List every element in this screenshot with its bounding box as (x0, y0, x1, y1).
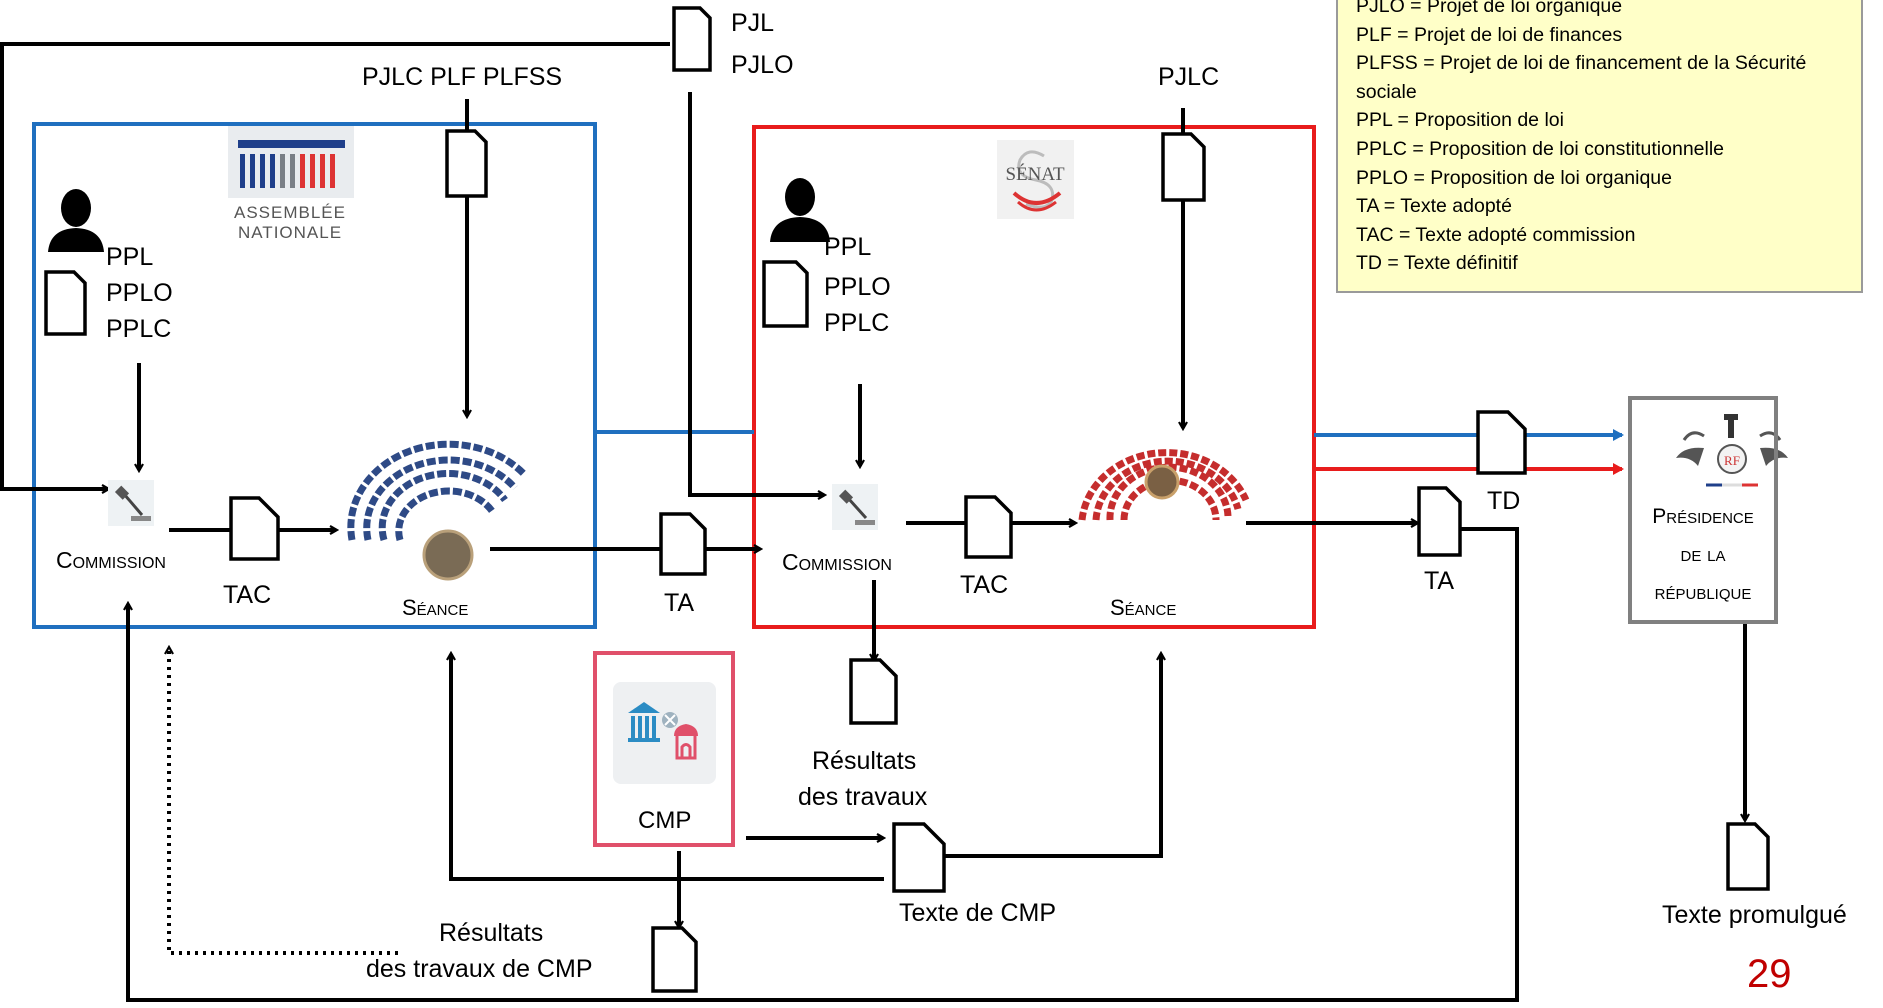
ta-between-label: TA (664, 589, 695, 617)
senat-seance-label: Séance (1110, 595, 1177, 620)
svg-text:RF: RF (1724, 453, 1740, 468)
resultats-cmp-line2: des travaux de CMP (366, 955, 593, 983)
an-ppl-document-icon (44, 270, 87, 336)
pjl-to-an-commission-arrow (0, 42, 670, 489)
texte-promulgue-label: Texte promulgué (1662, 901, 1847, 929)
resultats-travaux-document-icon (849, 658, 898, 725)
pjlc-senat-document-icon (1161, 132, 1206, 202)
an-tac-label: TAC (223, 581, 272, 609)
senat-pplc-label: PPLC (824, 309, 890, 337)
resultats-travaux-line1: Résultats (812, 747, 917, 775)
cmp-label: CMP (638, 807, 692, 834)
an-commission-microphone-icon (108, 480, 154, 526)
an-pplc-label: PPLC (106, 315, 172, 343)
presidence-label: Présidence de la république (1628, 498, 1778, 612)
assemblee-logo-line2: NATIONALE (238, 223, 342, 242)
pjl-document-icon (672, 6, 712, 72)
an-ppl-label: PPL (106, 243, 154, 271)
resultats-cmp-document-icon (651, 926, 698, 993)
legend-item: PPLO = Proposition de loi organique (1356, 166, 1672, 189)
an-seance-label: Séance (402, 595, 469, 620)
legend-item: PLFSS = Projet de loi de financement de … (1356, 52, 1807, 103)
presidence-line2: de la (1680, 543, 1726, 566)
legend-item: PJLO = Projet de loi organique (1356, 0, 1623, 17)
legend-item: PPL = Proposition de loi (1356, 109, 1564, 132)
ta-document-icon (659, 512, 707, 576)
td-label: TD (1487, 487, 1521, 515)
senat-ppl-document-icon (762, 260, 809, 328)
abbreviations-legend: PJLO = Projet de loi organique PLF = Pro… (1336, 0, 1863, 293)
ta-return-loop-arrow (128, 527, 1519, 1002)
senat-ta-document-icon (1417, 486, 1462, 557)
texte-cmp-to-an-seance-arrow (451, 654, 884, 881)
td-document-icon (1476, 410, 1527, 475)
assemblee-logo-line1: ASSEMBLÉE (234, 203, 346, 222)
pjlc-plf-plfss-label: PJLC PLF PLFSS (362, 63, 563, 91)
pjl-label: PJL (731, 9, 775, 37)
presidence-line1: Présidence (1652, 505, 1754, 528)
senat-logo (997, 140, 1074, 219)
legend-item: TD = Texte définitif (1356, 252, 1518, 275)
senat-person-icon (770, 178, 830, 242)
legend-item: PLF = Projet de loi de finances (1356, 23, 1623, 46)
senat-commission-microphone-icon (832, 484, 878, 530)
texte-promulgue-document-icon (1726, 822, 1770, 891)
pjl-to-senat-commission-arrow (688, 92, 824, 495)
cmp-icon (613, 682, 716, 784)
texte-cmp-label: Texte de CMP (899, 899, 1057, 927)
senat-ta-label: TA (1424, 567, 1455, 595)
pjlo-label: PJLO (731, 51, 794, 79)
an-commission-label: Commission (56, 547, 166, 573)
legend-item: PPLC = Proposition de loi constitutionne… (1356, 137, 1725, 160)
pjlc-plf-document-icon (445, 129, 488, 198)
resultats-travaux-line2: des travaux (798, 783, 928, 811)
senat-tac-document-icon (964, 495, 1013, 559)
senat-tac-label: TAC (960, 571, 1009, 599)
texte-cmp-to-senat-seance-arrow (945, 654, 1161, 858)
assemblee-nationale-logo (228, 126, 354, 198)
senat-hemicycle-icon (1078, 449, 1250, 521)
senat-pjlc-label: PJLC (1158, 63, 1220, 91)
presidence-emblem-icon: RF (1676, 414, 1788, 487)
senat-ppl-label: PPL (824, 233, 872, 261)
senat-logo-text: SÉNAT (1005, 163, 1065, 185)
an-hemicycle-icon (347, 440, 528, 581)
an-person-icon (48, 189, 104, 252)
legend-item: TA = Texte adopté (1356, 195, 1512, 218)
an-pplo-label: PPLO (106, 279, 173, 307)
senat-box (752, 125, 1316, 629)
senat-pplo-label: PPLO (824, 273, 891, 301)
texte-cmp-document-icon (892, 822, 946, 893)
resultats-cmp-line1: Résultats (439, 919, 544, 947)
presidence-line3: république (1654, 581, 1752, 604)
assemblee-box (32, 122, 597, 629)
an-tac-document-icon (229, 496, 280, 561)
presidence-box (1628, 396, 1778, 624)
dotted-feedback-arrow (169, 648, 398, 955)
cmp-box (593, 651, 735, 847)
page-number: 29 (1747, 952, 1792, 996)
senat-commission-label: Commission (782, 549, 892, 575)
legend-item: TAC = Texte adopté commission (1356, 223, 1636, 246)
